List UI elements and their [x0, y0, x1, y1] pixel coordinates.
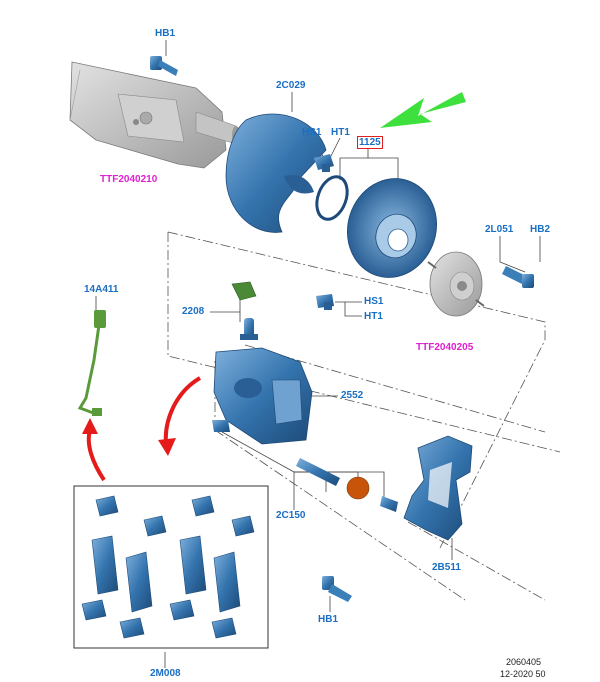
label-2c029[interactable]: 2C029 — [276, 80, 306, 91]
indicator-arrow-red-right — [163, 376, 202, 445]
hb1-top-bolt — [150, 56, 178, 76]
indicator-arrow-red-left — [86, 429, 106, 482]
wheel-hub — [427, 251, 485, 317]
indicator-arrow-green — [380, 92, 466, 128]
label-ttf2040205[interactable]: TTF2040205 — [416, 342, 474, 353]
label-2m008[interactable]: 2M008 — [150, 668, 181, 679]
label-2c150[interactable]: 2C150 — [276, 510, 306, 521]
label-1125[interactable]: 1125 — [357, 136, 383, 149]
diagram-number: 2060405 — [506, 657, 542, 667]
label-ttf2040210[interactable]: TTF2040210 — [100, 174, 158, 185]
hub-bolt — [502, 266, 534, 288]
caliper-bracket — [403, 435, 473, 541]
hb1-bottom-bolt — [322, 576, 352, 602]
label-14a411[interactable]: 14A411 — [84, 284, 119, 295]
hs1-mid-bolt — [316, 294, 334, 310]
brake-pad-kit — [73, 485, 269, 649]
label-ht1-top[interactable]: HT1 — [331, 127, 350, 138]
caliper-bolt — [212, 420, 230, 432]
label-hb1-top[interactable]: HB1 — [155, 28, 176, 39]
wear-sensor — [77, 310, 106, 416]
label-2b511[interactable]: 2B511 — [432, 562, 461, 573]
label-hb2[interactable]: HB2 — [530, 224, 551, 235]
diagram-date-code: 12-2020 50 — [500, 669, 546, 679]
label-2l051[interactable]: 2L051 — [485, 224, 514, 235]
label-hb1-bottom[interactable]: HB1 — [318, 614, 339, 625]
label-hs1-top[interactable]: HS1 — [302, 127, 322, 138]
rear-axle-beam — [69, 61, 240, 169]
brake-caliper — [213, 347, 313, 445]
seal-ring — [315, 175, 349, 221]
guide-pin-kit — [296, 458, 398, 512]
label-2208[interactable]: 2208 — [182, 306, 205, 317]
indicator-arrow-red-right-head — [158, 438, 176, 456]
splash-shield — [225, 113, 327, 233]
hs1-upper-bolt — [314, 154, 334, 172]
label-hs1-mid[interactable]: HS1 — [364, 296, 384, 307]
bleed-nipple — [231, 281, 258, 340]
indicator-arrow-red-left-head — [82, 418, 98, 434]
label-ht1-mid[interactable]: HT1 — [364, 311, 383, 322]
brake-disc — [346, 178, 438, 278]
label-2552[interactable]: 2552 — [341, 390, 364, 401]
